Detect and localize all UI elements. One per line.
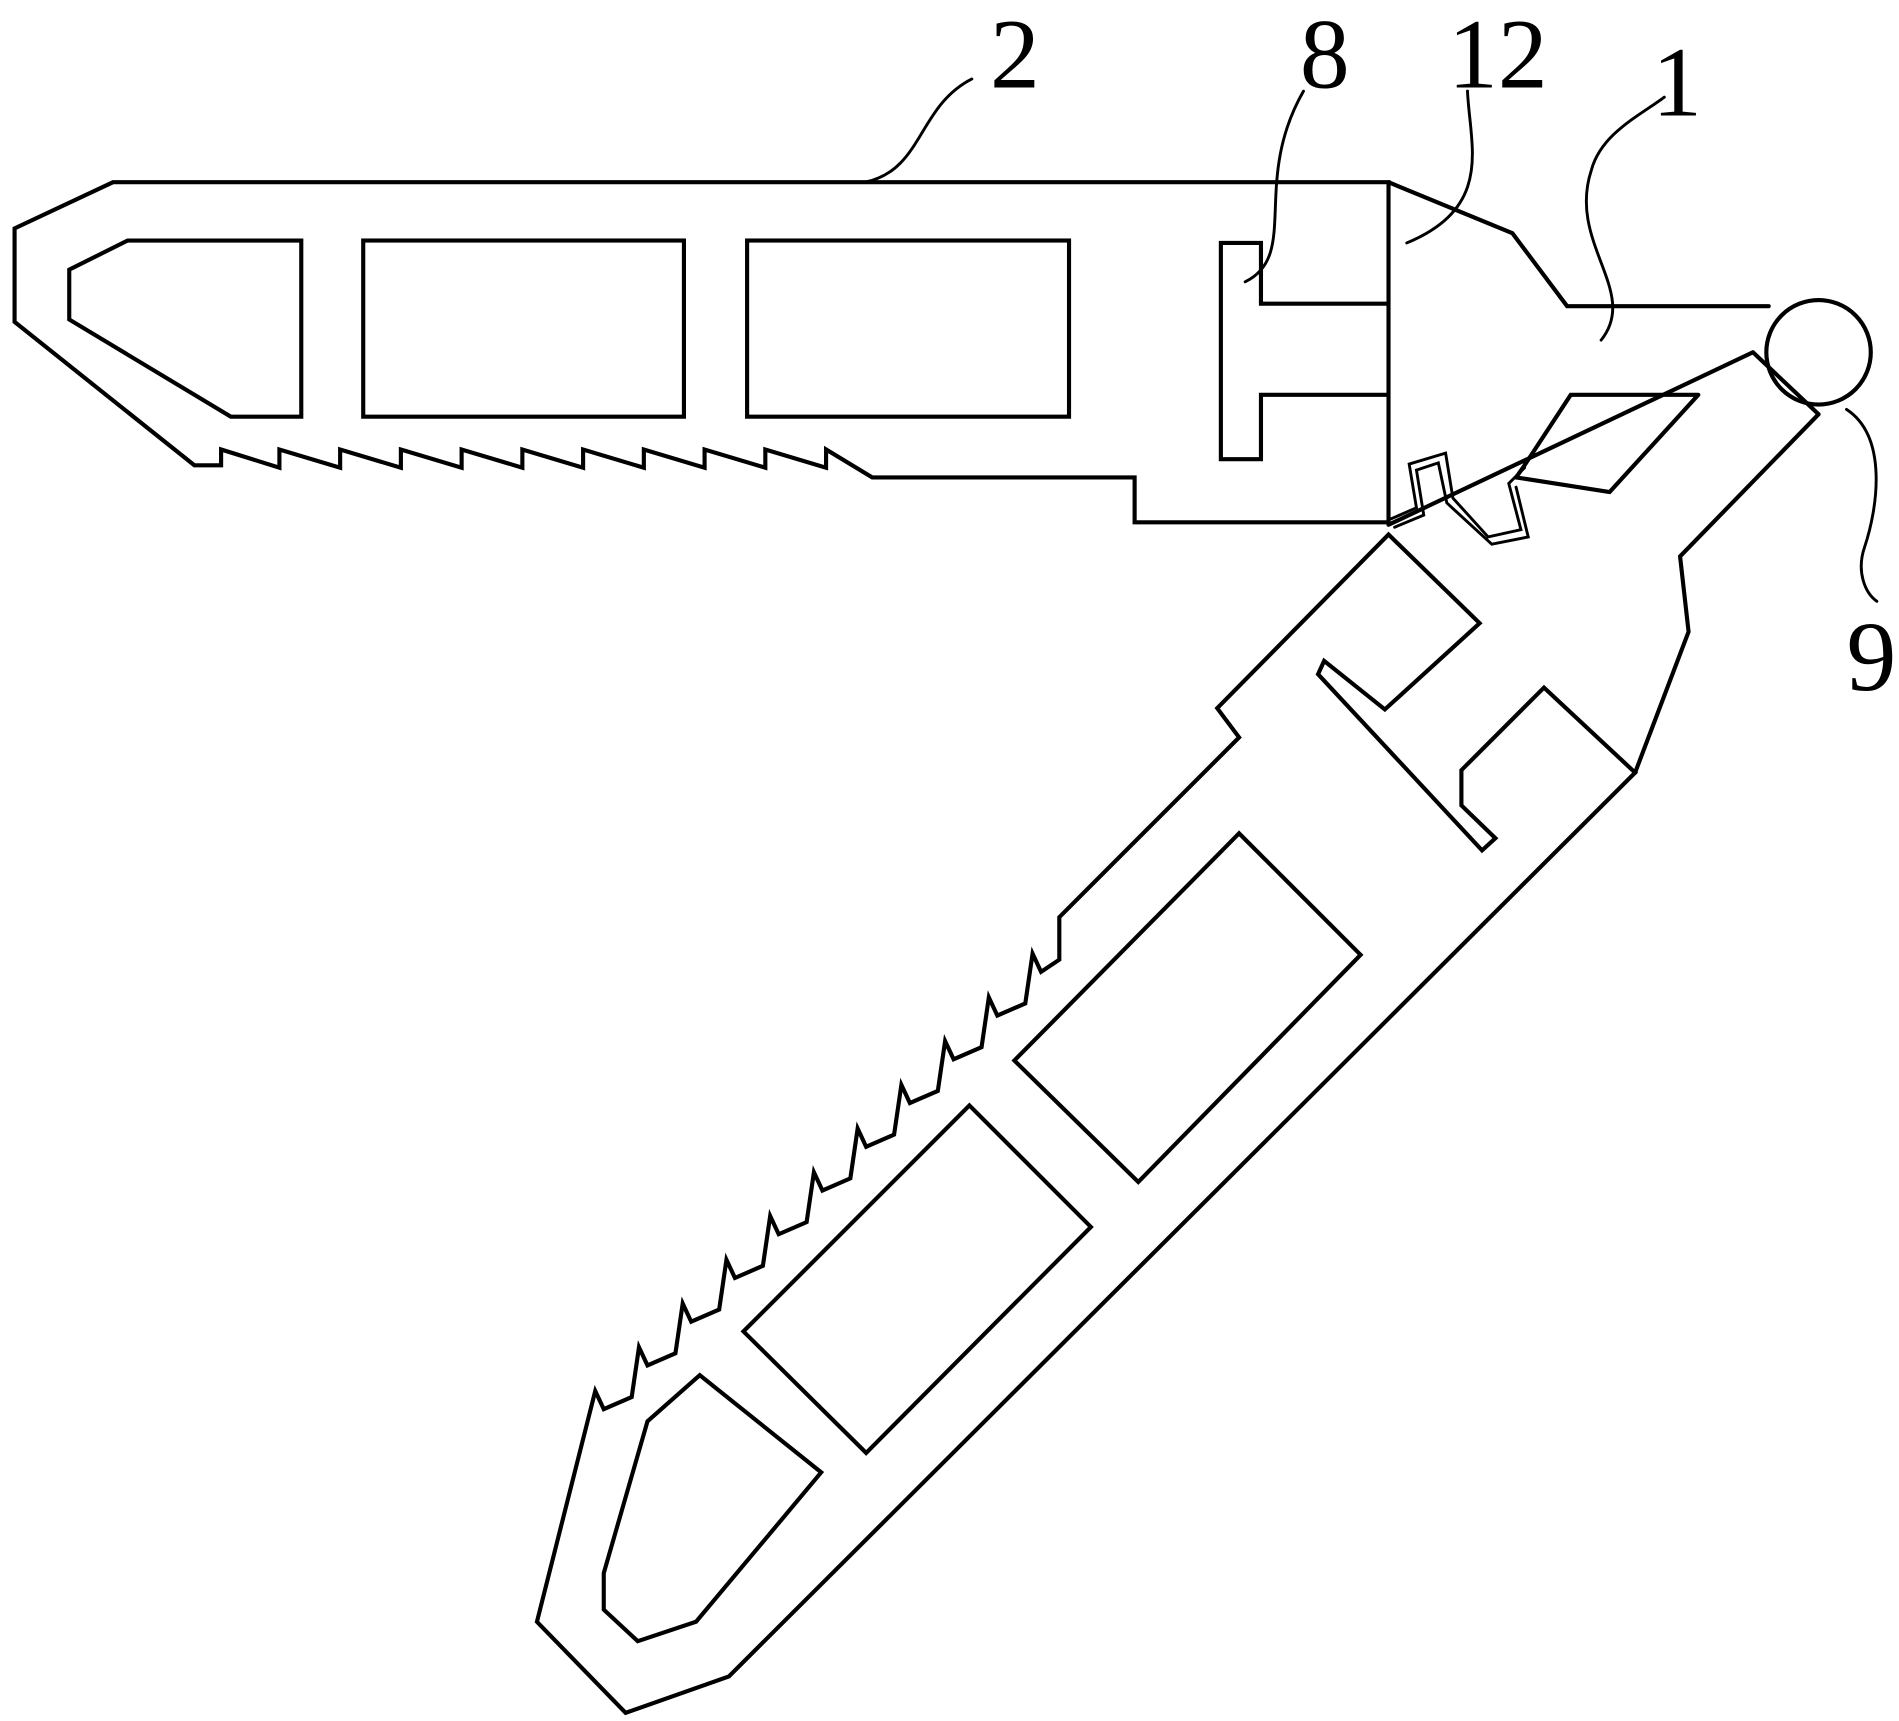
lower-neck-line [1633,412,1821,775]
upper-jaw-outline [12,180,1391,525]
lower-window-rear [1011,830,1364,1185]
lower-window-tip [601,1372,825,1644]
lower-jaw [534,531,1639,1716]
hinge-arm [1386,350,1756,527]
lower-window-middle [740,1102,1094,1456]
label-1: 1 [1652,26,1702,137]
upper-neck-inner [1512,392,1701,495]
leader-line-9 [1845,407,1879,603]
lower-jaw-outline [534,531,1639,1716]
upper-t-slot [1218,240,1391,462]
leader-line-1 [1584,95,1666,342]
label-2: 2 [990,0,1040,109]
pivot-flat [1750,350,1821,417]
label-8: 8 [1300,0,1350,109]
label-12: 12 [1448,0,1548,109]
leader-line-12 [1405,89,1474,245]
label-9: 9 [1846,601,1896,712]
reference-labels: 2 8 12 1 9 [990,0,1896,712]
pivot-pin [1764,297,1873,407]
leader-line-2 [863,77,974,184]
leader-line-8 [1243,89,1305,284]
upper-window-tip [67,238,304,419]
upper-window-middle [361,238,686,419]
hinge-teeth [1387,451,1530,546]
leader-lines [863,77,1879,603]
upper-window-rear [745,238,1072,419]
upper-neck-line [1386,180,1771,309]
upper-jaw [12,180,1391,525]
hinge-neck [1386,180,1873,775]
